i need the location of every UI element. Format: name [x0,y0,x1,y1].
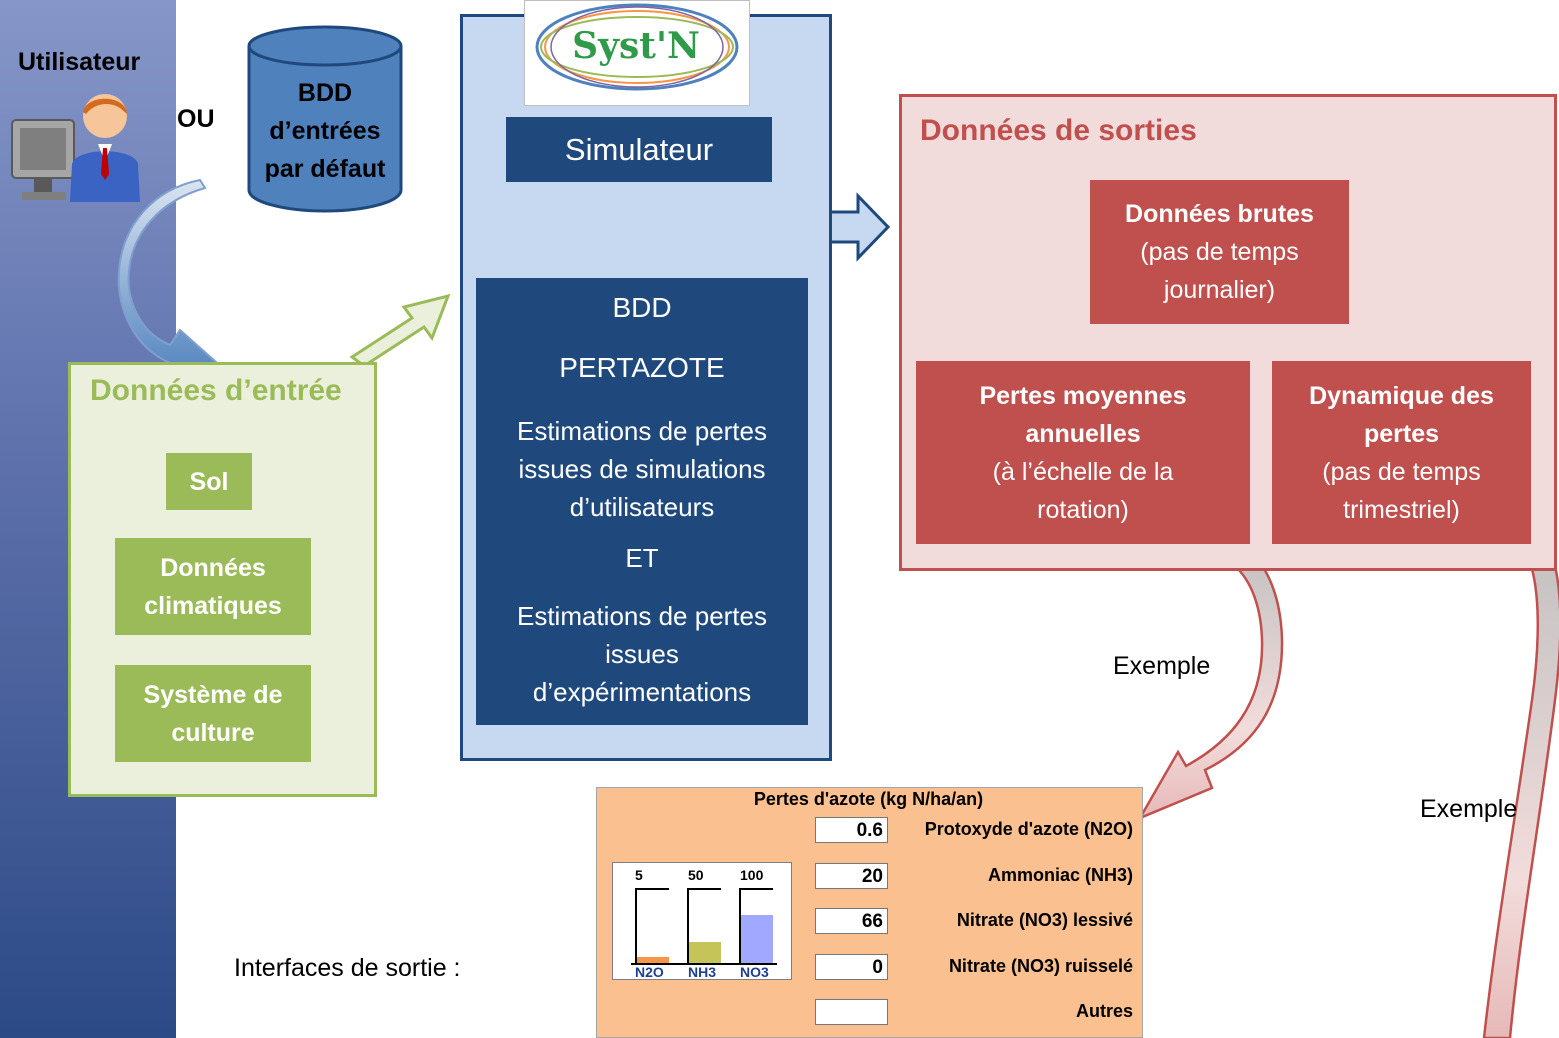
user-to-input-arrow [117,178,228,382]
example-label-1: Exemple [1113,652,1211,680]
db-pertazote-box [476,278,808,725]
bar-no3 [741,915,773,964]
bar-label-n2o: N2O [635,964,664,980]
bar-nh3 [689,942,721,964]
value-other [815,999,888,1025]
label-no3-runoff: Nitrate (NO3) ruisselé [948,956,1133,976]
estimations-simulations: Estimations de pertes issues de simulati… [516,416,767,522]
value-nh3: 20 [815,863,888,889]
input-climate: Données climatiques [115,538,311,635]
default-db-cylinder [246,24,404,214]
estimations-experiments: Estimations de pertes issues d’expérimen… [516,601,767,707]
label-other: Autres [1075,1001,1133,1021]
bar-top-nh3: 50 [688,867,704,883]
raw-data-box: Données brutes (pas de temps journalier) [1090,180,1349,324]
bar-frame-nh3 [687,888,721,964]
bar-top-n2o: 5 [635,867,643,883]
systn-logo [524,0,750,106]
user-computer-icon [10,92,150,207]
label-n2o: Protoxyde d'azote (N2O) [924,819,1133,839]
label-nh3: Ammoniac (NH3) [987,865,1133,885]
bar-baseline [631,963,777,965]
bar-label-no3: NO3 [740,964,769,980]
bar-n2o [637,957,669,964]
label-no3-leached: Nitrate (NO3) lessivé [956,910,1133,930]
annual-to-panel-arrow [1137,530,1284,821]
bar-frame-no3 [739,888,773,964]
et-label: ET [625,543,659,573]
default-db-label: BDD d’entrées par défaut [264,79,386,183]
input-to-db-arrow [349,293,451,368]
mini-bar-chart: 5 50 100 N2O NH3 NO3 [612,862,792,980]
annual-losses-box: Pertes moyennes annuelles (à l’échelle d… [916,361,1250,544]
or-label: OU [177,105,215,133]
input-sol: Sol [166,453,252,510]
output-interfaces-label: Interfaces de sortie : [234,954,461,982]
example-label-2: Exemple [1420,795,1518,823]
loss-dynamics-box: Dynamique des pertes (pas de temps trime… [1272,361,1531,544]
input-data-title: Données d’entrée [90,374,342,407]
systn-logo-text: Syst'N [572,25,700,67]
value-n2o: 0.6 [815,817,888,843]
bar-top-no3: 100 [740,867,764,883]
input-cropping-system: Système de culture [115,665,311,762]
bar-frame-n2o [635,888,669,964]
db-to-output-arrow [824,192,891,262]
value-no3-leached: 66 [815,908,888,934]
user-label: Utilisateur [18,48,141,76]
pertazote-label: PERTAZOTE [559,352,725,383]
output-data-title: Données de sorties [920,114,1197,147]
dynamics-arrow [1482,514,1559,1038]
panel-title: Pertes d'azote (kg N/ha/an) [753,789,984,809]
db-label: BDD [612,292,672,323]
simulator-box: Simulateur [506,117,772,182]
bar-label-nh3: NH3 [688,964,717,980]
value-no3-runoff: 0 [815,954,888,980]
